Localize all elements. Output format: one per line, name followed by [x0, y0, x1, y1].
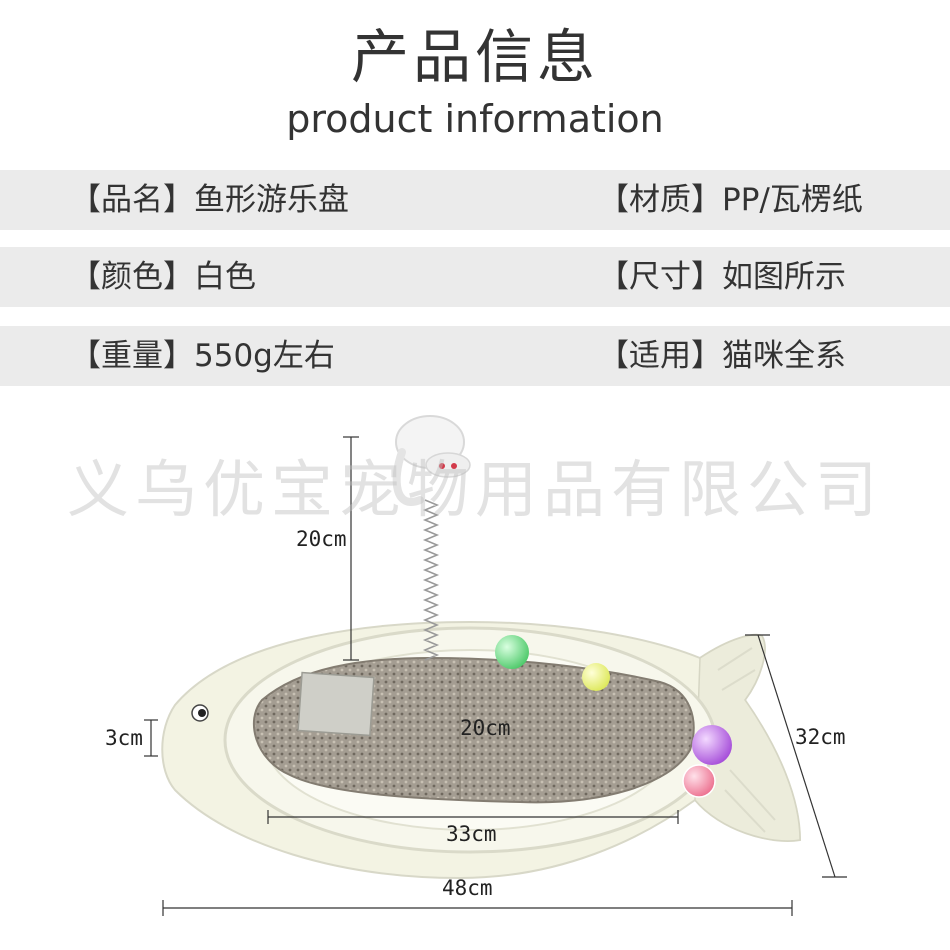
spec-name: 【品名】鱼形游乐盘	[70, 170, 349, 230]
watermark: 义乌优宝宠物用品有限公司	[66, 453, 883, 526]
spec-label: 【颜色】	[70, 259, 194, 295]
dim-pad-width: 20cm	[460, 716, 511, 740]
spec-label: 【尺寸】	[598, 259, 722, 295]
spec-value: 550g左右	[194, 338, 335, 374]
spec-value: 猫咪全系	[722, 338, 846, 374]
product-illustration	[144, 415, 847, 916]
page-title: 产品信息	[350, 23, 599, 91]
dim-base-height: 3cm	[105, 726, 143, 750]
dim-spring-height: 20cm	[296, 527, 347, 551]
spec-value: 如图所示	[722, 259, 846, 295]
spec-label: 【品名】	[70, 182, 194, 218]
spec-value: PP/瓦楞纸	[722, 182, 863, 218]
ball-yellow	[582, 663, 610, 691]
spec-label: 【适用】	[598, 338, 722, 374]
spec-color: 【颜色】白色	[70, 247, 256, 307]
spec-size: 【尺寸】如图所示	[598, 247, 846, 307]
spec-value: 鱼形游乐盘	[194, 182, 349, 218]
spring	[422, 499, 440, 661]
spec-label: 【材质】	[598, 182, 722, 218]
spec-value: 白色	[194, 259, 256, 295]
ball-green	[495, 635, 529, 669]
spec-row-2: 【颜色】白色 【尺寸】如图所示	[0, 247, 950, 307]
ball-pink	[682, 764, 716, 798]
spec-weight: 【重量】550g左右	[70, 326, 335, 386]
dim-total-length: 48cm	[442, 876, 493, 900]
spec-row-3: 【重量】550g左右 【适用】猫咪全系	[0, 326, 950, 386]
spec-row-1: 【品名】鱼形游乐盘 【材质】PP/瓦楞纸	[0, 170, 950, 230]
ball-purple	[692, 725, 732, 765]
dim-inner-length: 33cm	[446, 822, 497, 846]
page-subtitle: product information	[286, 97, 664, 141]
dim-tail-length: 32cm	[795, 725, 846, 749]
spec-label: 【重量】	[70, 338, 194, 374]
spec-material: 【材质】PP/瓦楞纸	[598, 170, 863, 230]
spec-suitable: 【适用】猫咪全系	[598, 326, 846, 386]
catnip-bag	[297, 671, 375, 737]
